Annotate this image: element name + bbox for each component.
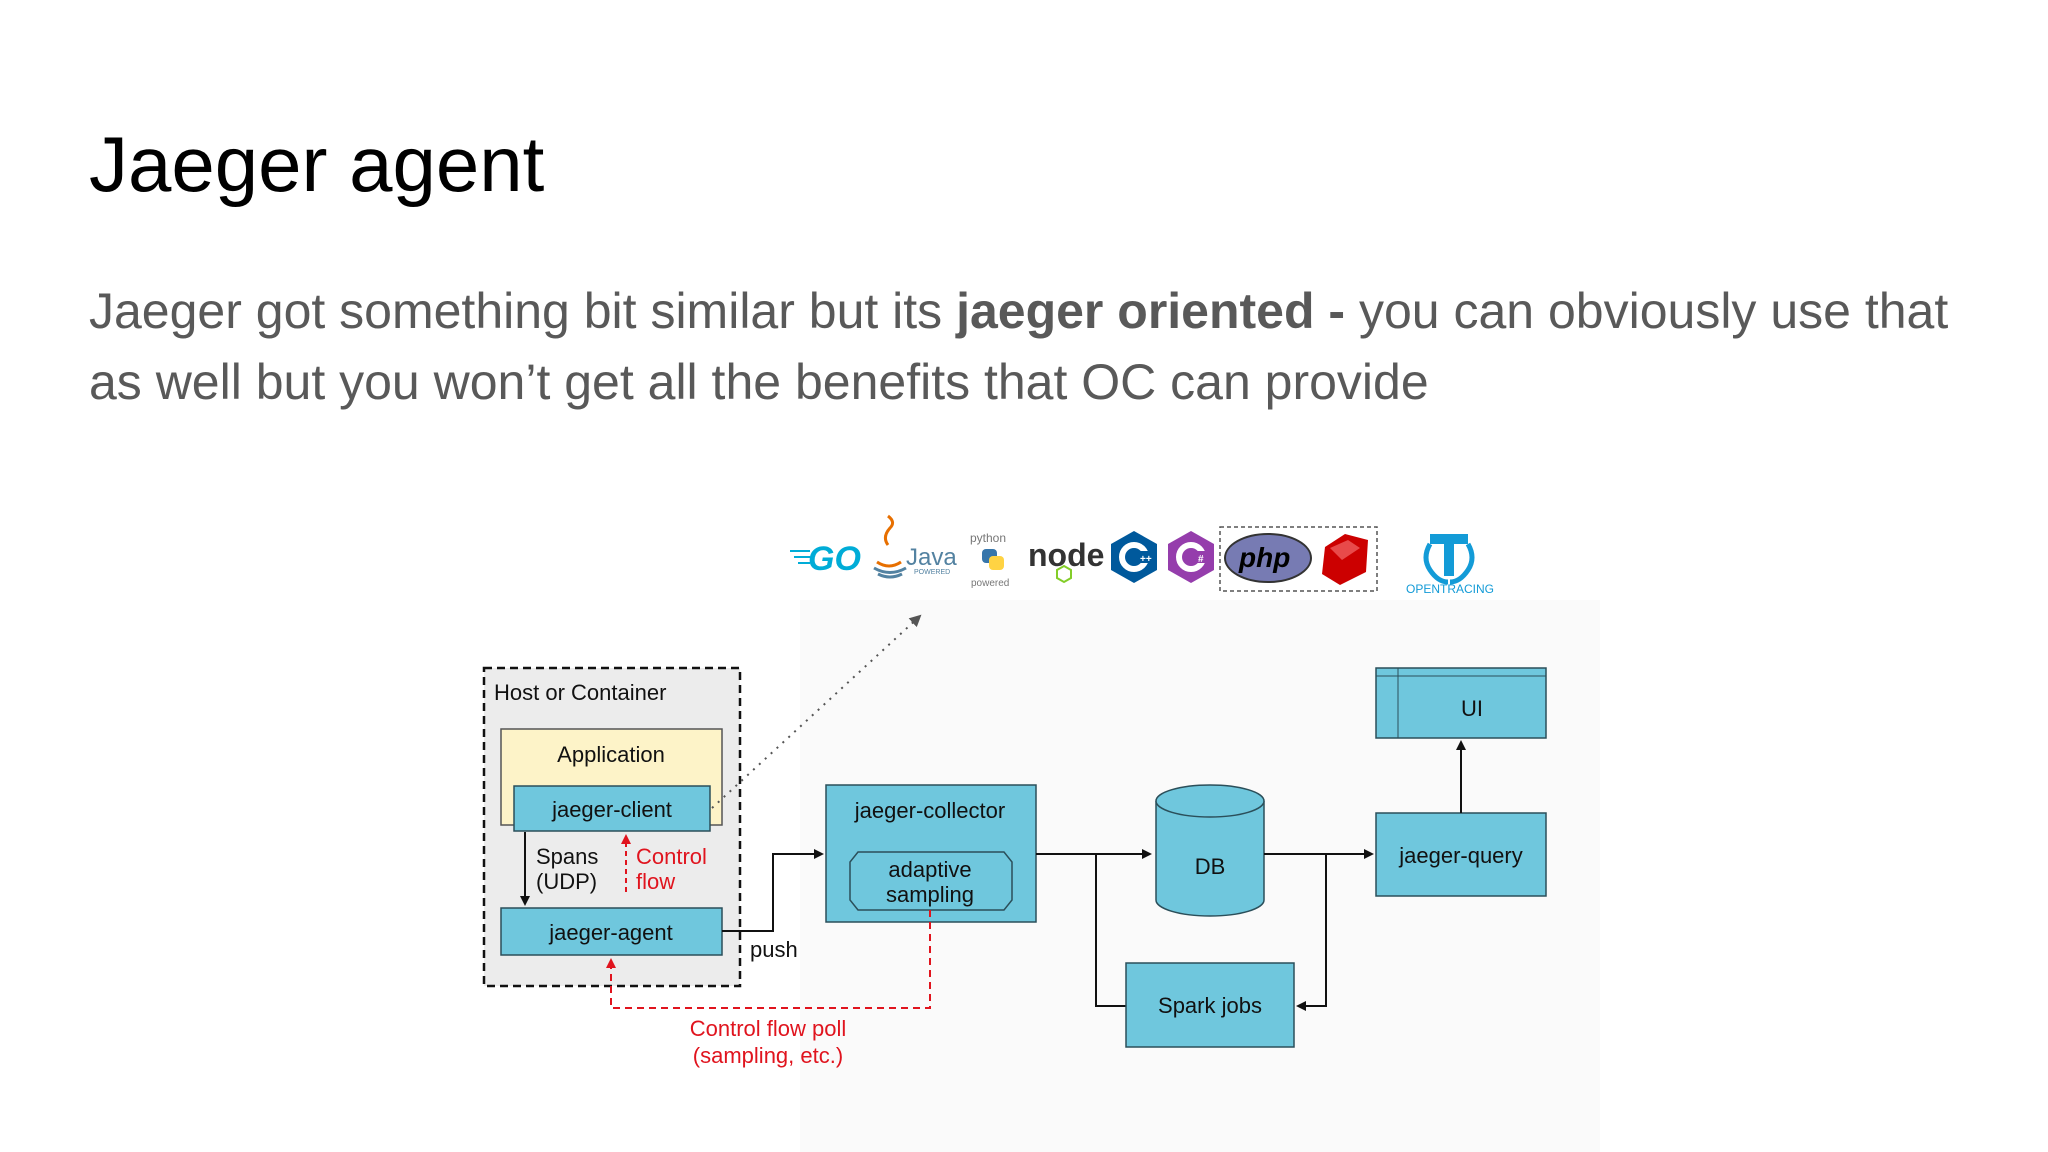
spans-label-line2: (UDP) [536,869,597,894]
control-flow-label-line2: flow [636,869,675,894]
python-logo: python powered [970,531,1009,589]
highlight-dashed-box [1219,526,1378,592]
ui-box [1375,667,1547,739]
java-powered-text: POWERED [914,569,950,576]
go-logo-text: GO [808,540,861,578]
python-bottom-text: powered [971,578,1009,589]
control-flow-poll-arrow [606,910,931,1009]
body-text-part1: Jaeger got something bit similar but its [89,283,957,339]
opentracing-logo-text: OPENTRACING [1406,582,1494,596]
svg-text:#: # [1198,554,1204,565]
push-label: push [750,937,798,962]
jaeger-client-box [513,785,711,832]
jaeger-query-box [1375,812,1547,897]
adaptive-sampling-box [849,851,1013,911]
node-logo: node [1028,537,1104,584]
csharp-logo: # [1168,531,1214,583]
ruby-logo [1322,534,1368,585]
spark-jobs-box [1125,962,1295,1048]
slide-title: Jaeger agent [89,120,545,208]
spark-jobs-label: Spark jobs [1158,993,1262,1018]
slide-body: Jaeger got something bit similar but its… [89,276,1969,418]
db-label: DB [1195,854,1226,879]
spans-label-line1: Spans [536,844,598,869]
host-container-label: Host or Container [494,680,666,705]
go-logo: GO [790,540,861,578]
cpp-logo: ++ [1111,531,1157,583]
php-logo: php [1224,533,1312,583]
svg-text:++: ++ [1140,554,1152,565]
adaptive-sampling-label-line1: adaptive [888,857,971,882]
collector-to-spark-line [1095,854,1126,1007]
jaeger-agent-label: jaeger-agent [548,920,673,945]
body-text-part2: you can obviously use that as well but y… [89,283,1949,410]
db-cylinder [1155,784,1265,917]
application-label: Application [557,742,665,767]
db-to-spark-arrow [1296,854,1327,1011]
jaeger-query-label: jaeger-query [1398,843,1523,868]
opentracing-logo: OPENTRACING [1406,534,1494,596]
jaeger-client-label: jaeger-client [551,797,672,822]
push-arrow [722,849,824,932]
ui-label: UI [1461,696,1483,721]
python-top-text: python [970,531,1006,545]
java-logo: Java POWERED [873,514,957,579]
php-logo-text: php [1238,542,1290,573]
control-flow-poll-label-line1: Control flow poll [690,1016,847,1041]
jaeger-collector-label: jaeger-collector [854,798,1005,823]
body-text-bold: jaeger oriented - [956,283,1346,339]
control-flow-poll-label-line2: (sampling, etc.) [693,1043,843,1068]
java-logo-text: Java [906,544,957,571]
adaptive-sampling-label-line2: sampling [886,882,974,907]
control-flow-label-line1: Control [636,844,707,869]
jaeger-agent-box [500,907,723,956]
language-logos: GO Java POWERED python powered node ++ [790,514,1494,596]
